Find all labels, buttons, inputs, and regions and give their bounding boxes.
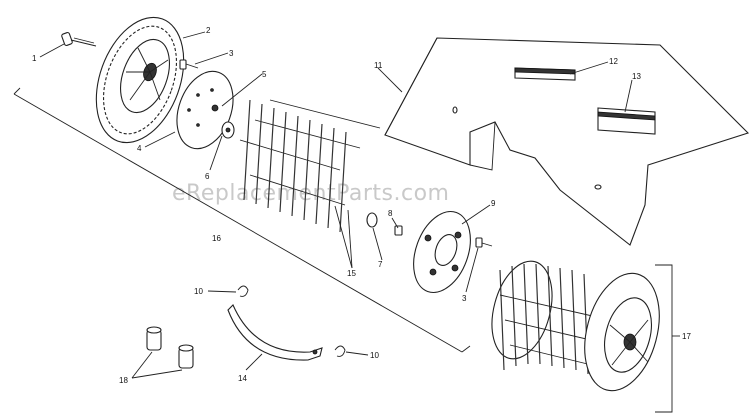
part-spacer-18b bbox=[178, 344, 194, 369]
part-hub-plate-4 bbox=[176, 70, 234, 150]
callout-15: 15 bbox=[347, 269, 356, 278]
assembly-bracket-line bbox=[13, 93, 463, 353]
part-decal-13 bbox=[597, 107, 656, 135]
part-spacer-18a bbox=[146, 326, 162, 351]
callout-18: 18 bbox=[119, 376, 128, 385]
callout-2: 2 bbox=[206, 26, 211, 35]
callout-14: 14 bbox=[238, 374, 247, 383]
part-aerator-assembly-17 bbox=[491, 260, 660, 392]
part-clip-10-upper bbox=[237, 285, 249, 297]
callout-1: 1 bbox=[32, 54, 37, 63]
part-decal-12 bbox=[514, 67, 576, 81]
callout-3-lower: 3 bbox=[462, 294, 467, 303]
part-lever-14 bbox=[227, 304, 323, 361]
callout-16: 16 bbox=[212, 234, 221, 243]
part-bolt-3-upper bbox=[179, 59, 199, 70]
callout-3: 3 bbox=[229, 49, 234, 58]
part-cover-11 bbox=[384, 37, 750, 246]
callout-10-upper: 10 bbox=[194, 287, 203, 296]
assembly-bracket-line bbox=[461, 345, 471, 353]
assembly-bracket-17 bbox=[655, 264, 673, 413]
callout-7: 7 bbox=[378, 260, 383, 269]
callout-5: 5 bbox=[262, 70, 267, 79]
part-bolt-1 bbox=[61, 32, 97, 47]
callout-6: 6 bbox=[205, 172, 210, 181]
part-clip-10-lower bbox=[334, 345, 346, 357]
part-wheel-2 bbox=[95, 16, 185, 144]
callout-10-lower: 10 bbox=[370, 351, 379, 360]
part-nut-6 bbox=[221, 121, 235, 139]
part-nut-8 bbox=[394, 225, 403, 236]
part-washer-7 bbox=[366, 212, 378, 228]
part-bolt-3-lower bbox=[475, 237, 493, 248]
callout-8: 8 bbox=[388, 209, 393, 218]
part-tine-assembly-15 bbox=[239, 99, 381, 233]
leader-lines bbox=[39, 31, 680, 379]
assembly-bracket-line bbox=[13, 87, 21, 95]
callout-11: 11 bbox=[374, 61, 383, 70]
callout-17: 17 bbox=[682, 332, 691, 341]
watermark: eReplacementParts.com bbox=[172, 181, 449, 206]
callout-12: 12 bbox=[609, 57, 618, 66]
callout-9: 9 bbox=[491, 199, 496, 208]
callout-4: 4 bbox=[137, 144, 142, 153]
part-hub-plate-9 bbox=[413, 210, 471, 294]
callout-13: 13 bbox=[632, 72, 641, 81]
